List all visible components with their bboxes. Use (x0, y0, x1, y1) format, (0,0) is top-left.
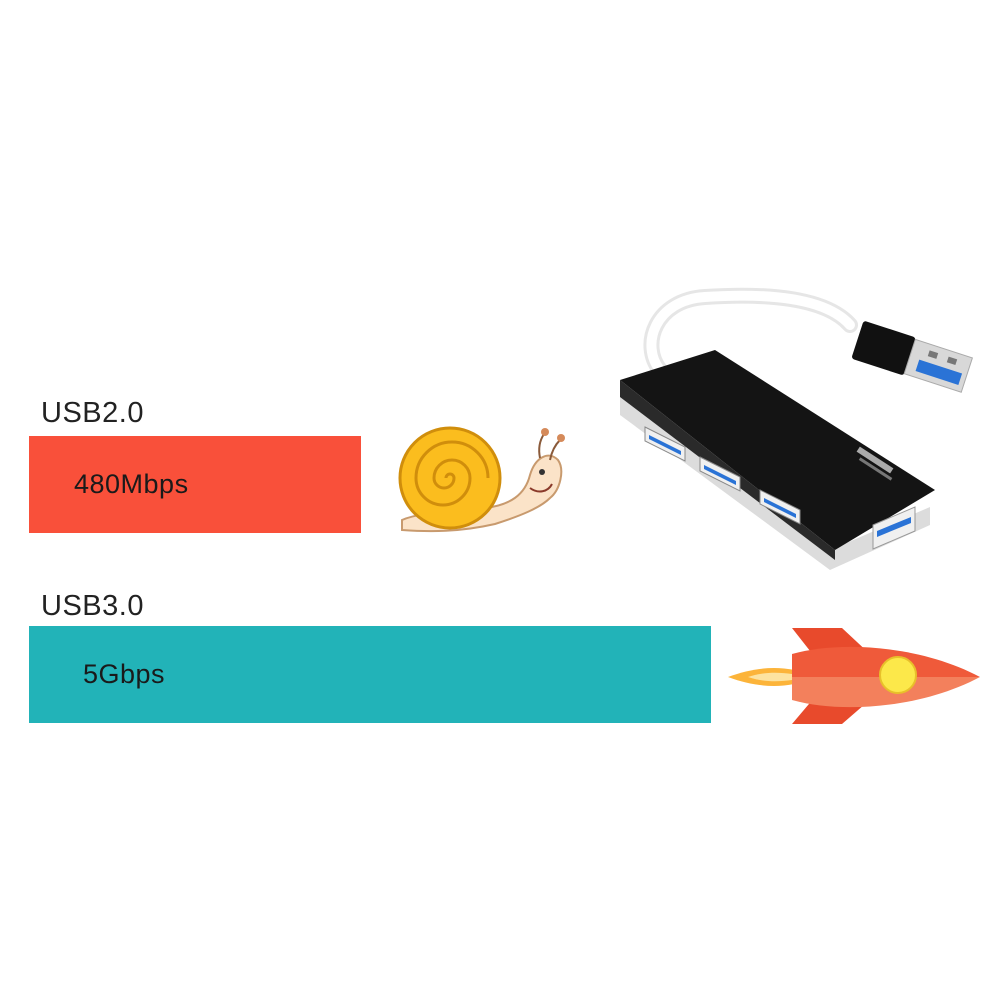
usb2-speed-text: 480Mbps (74, 469, 189, 499)
usb3-label: USB3.0 (41, 590, 144, 622)
usb2-label: USB2.0 (41, 397, 144, 429)
rocket-icon (728, 628, 980, 724)
usb3-speed-bar: 5Gbps (29, 626, 711, 723)
snail-icon (398, 426, 565, 533)
usb-hub-icon (620, 287, 974, 570)
usb3-speed-text: 5Gbps (83, 659, 166, 689)
usb2-speed-bar: 480Mbps (29, 436, 361, 533)
